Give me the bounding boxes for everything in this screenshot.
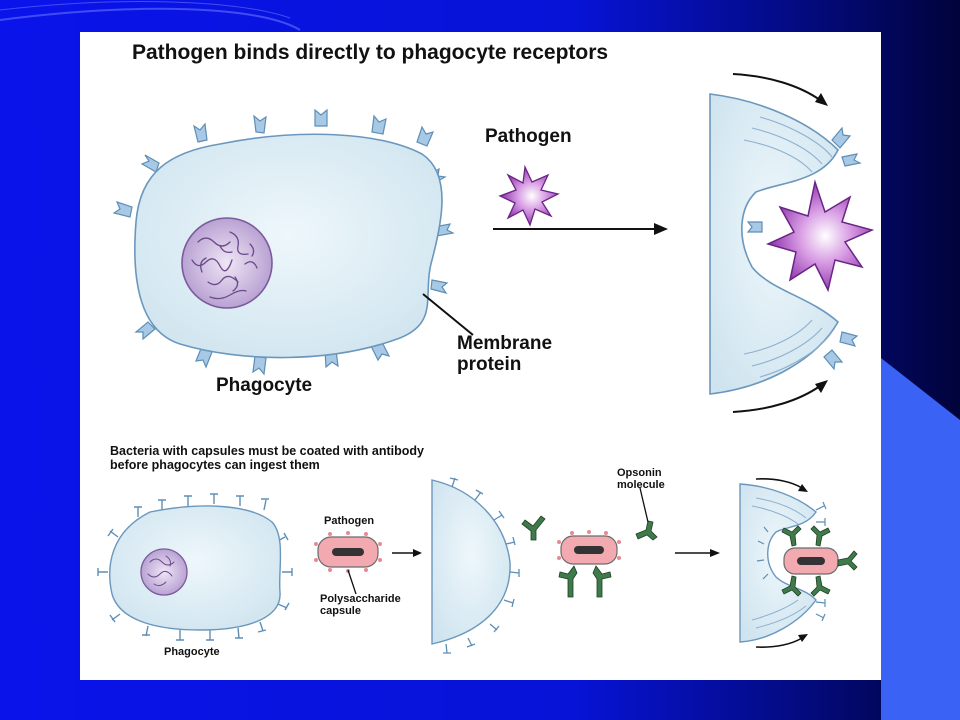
capsule-leader-line	[347, 569, 357, 595]
phagocyte-engulfing-large	[709, 73, 875, 413]
phagocyte-engulfing-small	[739, 478, 858, 648]
pathogen-engulfed	[765, 179, 875, 293]
antibody-free-1	[521, 515, 546, 541]
diagram-title: Pathogen binds directly to phagocyte rec…	[132, 41, 609, 64]
pathogen-label: Pathogen	[485, 126, 572, 147]
process-arrow-bottom-2	[675, 549, 720, 557]
nucleus	[181, 217, 273, 309]
phagocytosis-diagram	[97, 73, 875, 654]
diagram-panel: Pathogen binds directly to phagocyte rec…	[80, 32, 881, 680]
phagocyte-label-small: Phagocyte	[164, 646, 220, 658]
polysaccharide-capsule-label: Polysaccharide capsule	[320, 593, 401, 617]
phagocyte-edge-middle	[431, 477, 520, 654]
opsonin-molecule-label: Opsonin molecule	[617, 467, 665, 491]
membrane-protein-label: Membrane protein	[457, 333, 553, 375]
opsonized-pathogen	[557, 530, 621, 598]
encapsulated-pathogen	[314, 531, 382, 573]
opsonin-molecule	[635, 520, 658, 541]
capsule-subtitle: Bacteria with capsules must be coated wi…	[110, 444, 424, 473]
membrane-leader-line	[422, 293, 474, 336]
process-arrow-bottom-1	[392, 549, 422, 557]
opsonin-leader-line	[639, 487, 649, 523]
phagocyte-label: Phagocyte	[216, 375, 313, 396]
pathogen-small	[498, 164, 560, 227]
phagocyte-cell-small	[97, 493, 293, 641]
process-arrow-top	[493, 223, 668, 235]
phagocyte-cell-large	[112, 108, 455, 376]
pathogen-label-small: Pathogen	[324, 515, 375, 527]
